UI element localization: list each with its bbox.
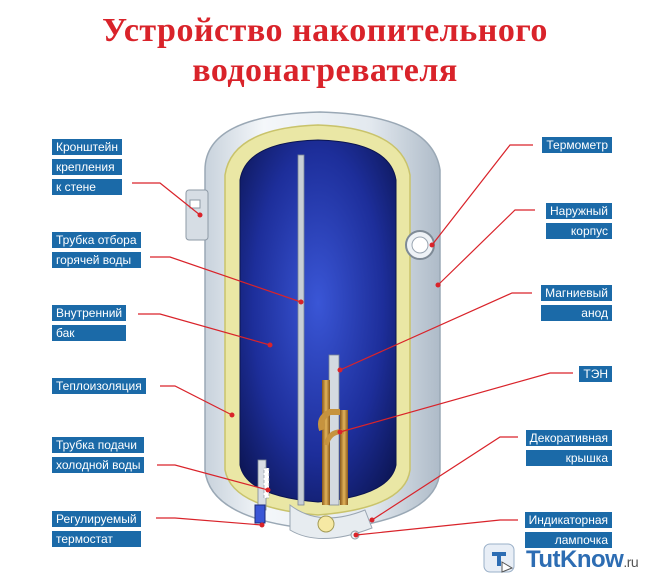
- leader-bracket: [132, 182, 201, 216]
- leader-cold-pipe: [157, 464, 269, 491]
- label-thermostat-line-1: Регулируемый: [52, 511, 141, 527]
- logo-icon: [483, 543, 515, 573]
- label-decorative-cover-line-2: крышка: [525, 450, 612, 466]
- leader-thermostat: [156, 517, 263, 526]
- hot-water-pipe: [297, 154, 305, 506]
- leader-thermometer-dot: [429, 242, 435, 248]
- label-heating-element: ТЭН: [579, 366, 612, 382]
- label-magnesium-anode: Магниевый анод: [541, 285, 612, 321]
- leader-insulation-dot: [229, 412, 235, 418]
- label-thermostat: Регулируемый термостат: [52, 511, 141, 547]
- label-inner-tank: Внутренний бак: [52, 305, 127, 341]
- label-decorative-cover: Декоративная крышка: [525, 430, 612, 466]
- logo-suffix: .ru: [623, 554, 639, 570]
- leader-cover-dot: [369, 517, 375, 523]
- label-outer-shell-line-2: корпус: [546, 223, 612, 239]
- label-outer-shell-line-1: Наружный: [546, 203, 612, 219]
- label-hot-water-pipe-line-1: Трубка отбора: [52, 232, 141, 248]
- decorative-cover: [289, 503, 373, 539]
- wall-bracket: [185, 189, 209, 241]
- label-magnesium-anode-line-2: анод: [541, 305, 612, 321]
- label-thermometer: Термометр: [542, 137, 612, 153]
- leader-outer-shell-dot: [435, 282, 441, 288]
- label-inner-tank-line-2: бак: [52, 325, 127, 341]
- leader-cold-pipe-dot: [265, 487, 271, 493]
- label-heating-element-line-1: ТЭН: [579, 366, 612, 382]
- label-indicator-lamp-line-2: лампочка: [524, 532, 612, 548]
- label-wall-bracket-line-1: Кронштейн: [52, 139, 122, 155]
- leader-anode-dot: [337, 367, 343, 373]
- leader-inner-tank: [138, 313, 271, 346]
- leader-ten: [339, 372, 573, 433]
- leader-lines: [132, 144, 573, 538]
- leader-thermometer: [431, 144, 533, 246]
- leader-cover: [371, 436, 518, 521]
- tutknow-logo: TutKnow.ru: [482, 536, 642, 580]
- thermostat: [254, 504, 266, 524]
- label-insulation-line-1: Теплоизоляция: [52, 378, 146, 394]
- leader-ten-dot: [337, 429, 343, 435]
- leader-thermostat-dot: [259, 522, 265, 528]
- leader-outer-shell: [437, 209, 535, 286]
- label-wall-bracket-line-3: к стене: [52, 179, 122, 195]
- inner-tank: [239, 139, 397, 503]
- label-wall-bracket-line-2: крепления: [52, 159, 122, 175]
- leader-bracket-dot: [197, 212, 203, 218]
- leader-inner-tank-dot: [267, 342, 273, 348]
- label-cold-water-pipe: Трубка подачи холодной воды: [52, 437, 145, 473]
- label-hot-water-pipe-line-2: горячей воды: [52, 252, 141, 268]
- logo-brand: TutKnow: [526, 546, 624, 573]
- label-decorative-cover-line-1: Декоративная: [525, 430, 612, 446]
- leader-hot-pipe-dot: [298, 299, 304, 305]
- label-insulation: Теплоизоляция: [52, 378, 146, 394]
- leader-lamp: [355, 519, 518, 536]
- label-cold-water-pipe-line-1: Трубка подачи: [52, 437, 145, 453]
- logo-text: TutKnow.ru: [526, 546, 639, 574]
- label-indicator-lamp: Индикаторная лампочка: [524, 512, 612, 548]
- title-line-2: водонагревателя: [192, 52, 458, 89]
- leader-anode: [339, 292, 532, 371]
- leader-insulation: [160, 385, 233, 416]
- title-line-1: Устройство накопительного: [102, 12, 548, 49]
- label-wall-bracket: Кронштейн крепления к стене: [52, 139, 122, 195]
- label-outer-shell: Наружный корпус: [546, 203, 612, 239]
- leader-hot-pipe: [150, 256, 302, 303]
- label-inner-tank-line-1: Внутренний: [52, 305, 127, 321]
- label-cold-water-pipe-line-2: холодной воды: [52, 457, 145, 473]
- label-indicator-lamp-line-1: Индикаторная: [524, 512, 612, 528]
- leader-lamp-dot: [353, 532, 359, 538]
- label-thermometer-line-1: Термометр: [542, 137, 612, 153]
- label-hot-water-pipe: Трубка отбора горячей воды: [52, 232, 141, 268]
- label-thermostat-line-2: термостат: [52, 531, 141, 547]
- label-magnesium-anode-line-1: Магниевый: [541, 285, 612, 301]
